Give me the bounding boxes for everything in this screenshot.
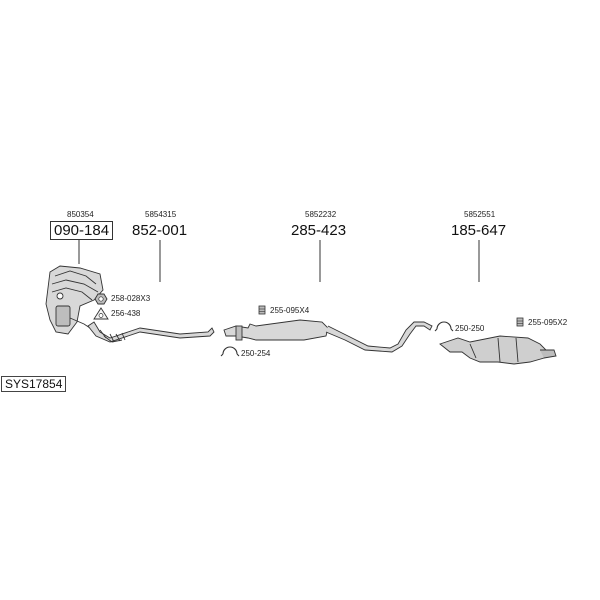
accessory-code-255-095X4[interactable]: 255-095X4 — [270, 306, 310, 315]
oe-number-3: 5852232 — [305, 210, 337, 219]
oe-number-1: 850354 — [67, 210, 94, 219]
gasket-icon — [93, 307, 109, 320]
middle-silencer-drawing — [223, 319, 433, 353]
accessory-code-256-438[interactable]: 256-438 — [111, 309, 141, 318]
system-code-label: SYS17854 — [1, 376, 67, 392]
accessory-code-250-250[interactable]: 250-250 — [455, 324, 485, 333]
part-number-090-184[interactable]: 090-184 — [50, 221, 114, 240]
oe-number-2: 5854315 — [145, 210, 177, 219]
front-pipe-drawing — [87, 321, 215, 343]
part-number-852-001[interactable]: 852-001 — [132, 222, 188, 239]
accessory-code-250-254[interactable]: 250-254 — [241, 349, 271, 358]
part-number-185-647[interactable]: 185-647 — [451, 222, 507, 239]
accessory-code-258-028X3[interactable]: 258-028X3 — [111, 294, 151, 303]
accessory-code-255-095X2[interactable]: 255-095X2 — [528, 318, 568, 327]
nut-icon — [94, 293, 108, 305]
clamp-icon — [220, 346, 240, 357]
part-number-285-423[interactable]: 285-423 — [291, 222, 347, 239]
oe-number-4: 5852551 — [464, 210, 496, 219]
clamp-icon — [434, 321, 454, 332]
bolt-icon — [516, 317, 524, 327]
rear-silencer-drawing — [439, 335, 557, 365]
catalytic-converter-drawing — [45, 265, 104, 335]
leader-lines — [78, 240, 480, 282]
bolt-icon — [258, 305, 266, 315]
